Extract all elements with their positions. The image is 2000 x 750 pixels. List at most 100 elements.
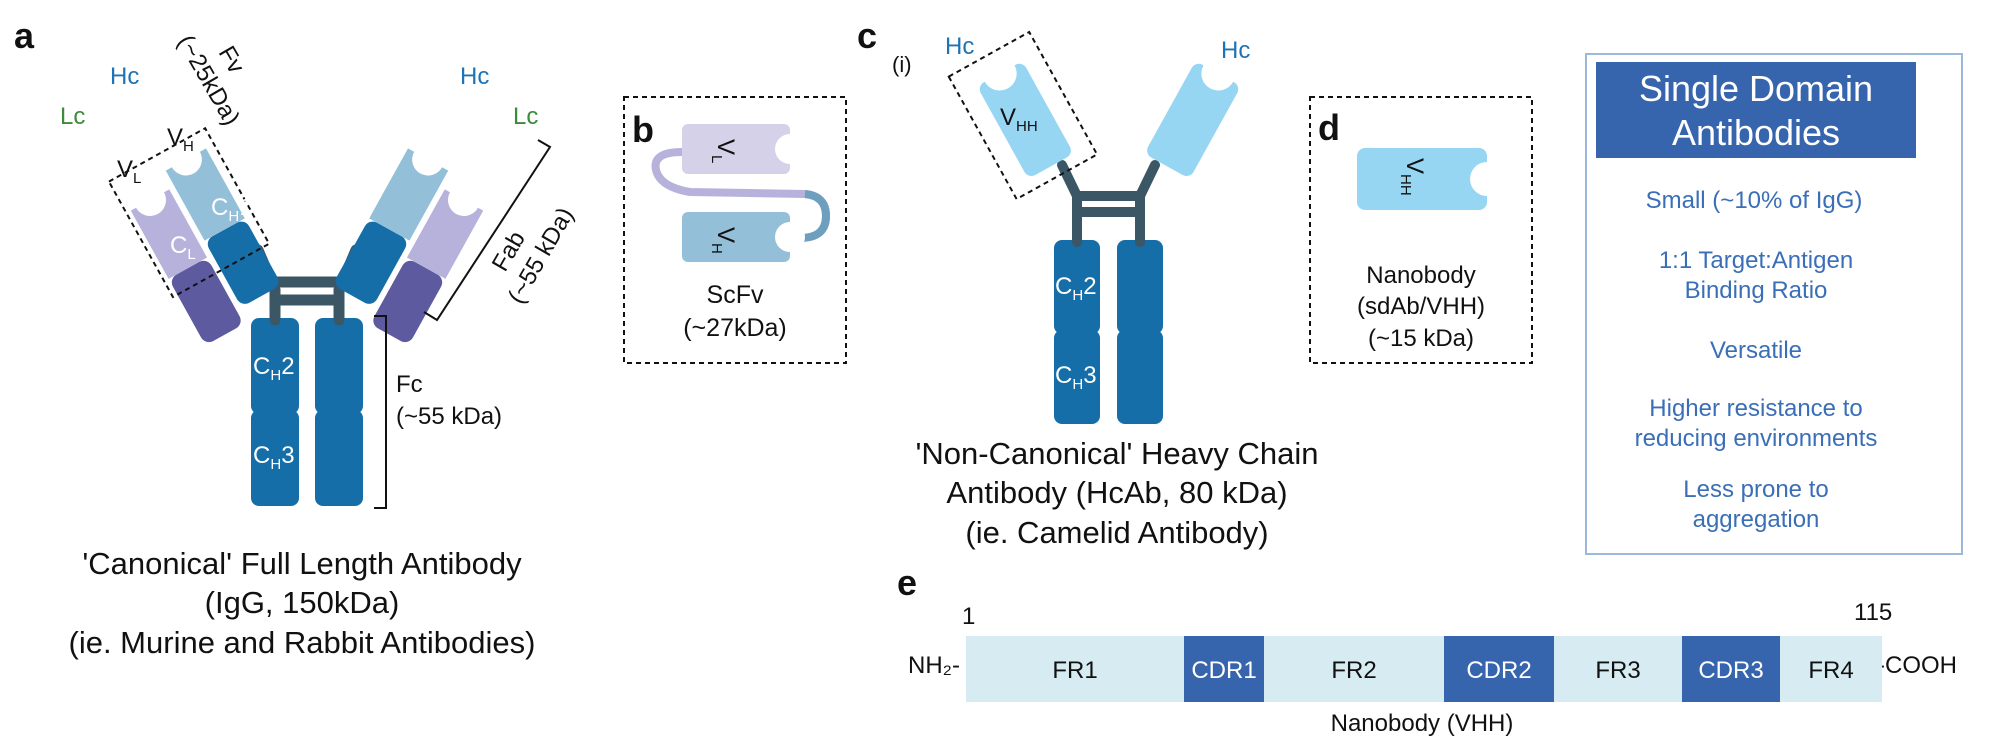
hcab-hc-left: Hc	[945, 33, 974, 60]
sda-feature-4a: Higher resistance to	[1649, 395, 1862, 422]
panel-b-letter: b	[632, 109, 654, 150]
segment-label-cdr1: CDR1	[1191, 657, 1256, 684]
svg-text:VL: VL	[708, 139, 739, 163]
hc-label-left: Hc	[110, 63, 139, 90]
sda-feature-5a: Less prone to	[1683, 476, 1828, 503]
panel-c-caption-3: (ie. Camelid Antibody)	[965, 515, 1268, 550]
segment-label-cdr3: CDR3	[1698, 657, 1763, 684]
sda-title-bg	[1596, 62, 1916, 158]
sda-feature-3: Versatile	[1710, 337, 1802, 364]
ch1-domain	[207, 221, 279, 304]
ch2-label: CH2	[253, 353, 295, 384]
sda-feature-2a: 1:1 Target:Antigen	[1659, 247, 1853, 274]
right-arm	[335, 143, 484, 343]
sda-feature-2b: Binding Ratio	[1685, 277, 1828, 304]
fc-ch2-left	[251, 318, 299, 414]
hcab-ch3-right	[1117, 330, 1163, 424]
segment-fr1	[966, 636, 1184, 702]
c-terminus: -COOH	[1877, 652, 1957, 679]
vl-notch-right	[447, 183, 480, 216]
panel-e-caption: Nanobody (VHH)	[1331, 710, 1514, 737]
panel-b-box	[623, 96, 847, 364]
fab-annotation: Fab (~55 kDa)	[487, 203, 579, 308]
vl-label: VL	[117, 156, 141, 187]
hcab-ch2-right	[1117, 240, 1163, 334]
cl-label: CL	[170, 232, 196, 263]
sda-feature-4b: reducing environments	[1635, 425, 1878, 452]
segment-label-cdr2: CDR2	[1466, 657, 1531, 684]
vh-label: VH	[167, 124, 194, 155]
scfv-linker-h	[799, 190, 831, 242]
panel-d-caption-2: (sdAb/VHH)	[1357, 293, 1485, 320]
segment-fr4	[1780, 636, 1882, 702]
panel-c-sub: (i)	[892, 52, 912, 77]
panel-d-caption-3: (~15 kDa)	[1368, 325, 1474, 352]
ch1-domain-right	[335, 221, 407, 304]
scfv-vh-notch	[775, 222, 805, 252]
segment-cdr2	[1444, 636, 1554, 702]
vhh-right-domain	[1147, 63, 1239, 176]
scfv-vh	[682, 212, 790, 262]
fv-annotation: Fv (~25kDa)	[172, 31, 250, 131]
hcab-ch3-left	[1054, 330, 1100, 424]
vhh-label: VHH	[1000, 104, 1038, 135]
sda-title-2: Antibodies	[1672, 112, 1840, 153]
lc-label-left: Lc	[60, 103, 85, 130]
segment-cdr3	[1682, 636, 1780, 702]
fab-bracket	[423, 139, 552, 322]
panel-a-caption-1: 'Canonical' Full Length Antibody	[82, 546, 522, 581]
svg-text:VHH: VHH	[1397, 158, 1428, 196]
seq-end-num: 115	[1854, 599, 1892, 626]
panel-d-box	[1309, 96, 1533, 364]
vhh-right-notch	[1201, 56, 1236, 91]
segment-cdr1	[1184, 636, 1264, 702]
vhh-left-notch	[982, 56, 1017, 91]
fc-bracket	[374, 315, 387, 509]
fc-label: Fc	[396, 371, 423, 398]
ch1-label: CH1	[211, 194, 253, 225]
segment-fr2	[1264, 636, 1444, 702]
panel-d-letter: d	[1318, 107, 1340, 148]
vhh-left-domain	[979, 63, 1071, 176]
sda-feature-5b: aggregation	[1693, 506, 1820, 533]
sda-feature-1: Small (~10% of IgG)	[1646, 187, 1863, 214]
lc-label-right: Lc	[513, 103, 538, 130]
nanobody-notch	[1470, 162, 1504, 196]
segment-fr3	[1554, 636, 1682, 702]
seq-start-num: 1	[962, 603, 975, 630]
vh-notch-right	[412, 143, 445, 176]
hc-label-right: Hc	[460, 63, 489, 90]
panel-d-caption-1: Nanobody	[1366, 262, 1475, 289]
sda-box: Single Domain Antibodies Small (~10% of …	[1585, 53, 1963, 555]
segment-label-fr2: FR2	[1331, 657, 1376, 684]
svg-text:VH: VH	[708, 227, 739, 254]
panel-a: a CH2 CH3 VL VH CL CH1	[14, 15, 579, 660]
vh-notch	[169, 143, 202, 176]
panel-a-caption-3: (ie. Murine and Rabbit Antibodies)	[69, 625, 536, 660]
panel-b-caption-1: ScFv	[707, 281, 764, 309]
panel-a-caption-2: (IgG, 150kDa)	[205, 585, 400, 620]
fc-ch3-right	[315, 410, 363, 506]
n-terminus: NH₂-	[908, 652, 960, 679]
ch3-label: CH3	[253, 442, 295, 473]
hcab-hc-right: Hc	[1221, 37, 1250, 64]
nanobody-label: VHH	[1397, 158, 1428, 196]
cl-domain	[171, 260, 241, 343]
cl-domain-right	[373, 260, 443, 343]
vl-notch	[134, 183, 167, 216]
hinge-c	[1057, 160, 1160, 247]
nanobody-domain	[1357, 148, 1487, 210]
scfv-vl-notch	[775, 134, 805, 164]
segment-label-fr3: FR3	[1595, 657, 1640, 684]
scfv-vl	[682, 124, 790, 174]
panel-c-caption-2: Antibody (HcAb, 80 kDa)	[946, 475, 1287, 510]
panel-c-letter: c	[857, 15, 877, 56]
left-arm	[107, 126, 279, 343]
panel-b-caption-2: (~27kDa)	[683, 314, 787, 342]
panel-c-caption-1: 'Non-Canonical' Heavy Chain	[916, 436, 1319, 471]
panel-d: d VHH Nanobody (sdAb/VHH) (~15 kDa)	[1309, 96, 1533, 364]
panel-c: c (i) CH2 CH3 VHH Hc Hc 'Non-Canonical'	[857, 15, 1319, 550]
